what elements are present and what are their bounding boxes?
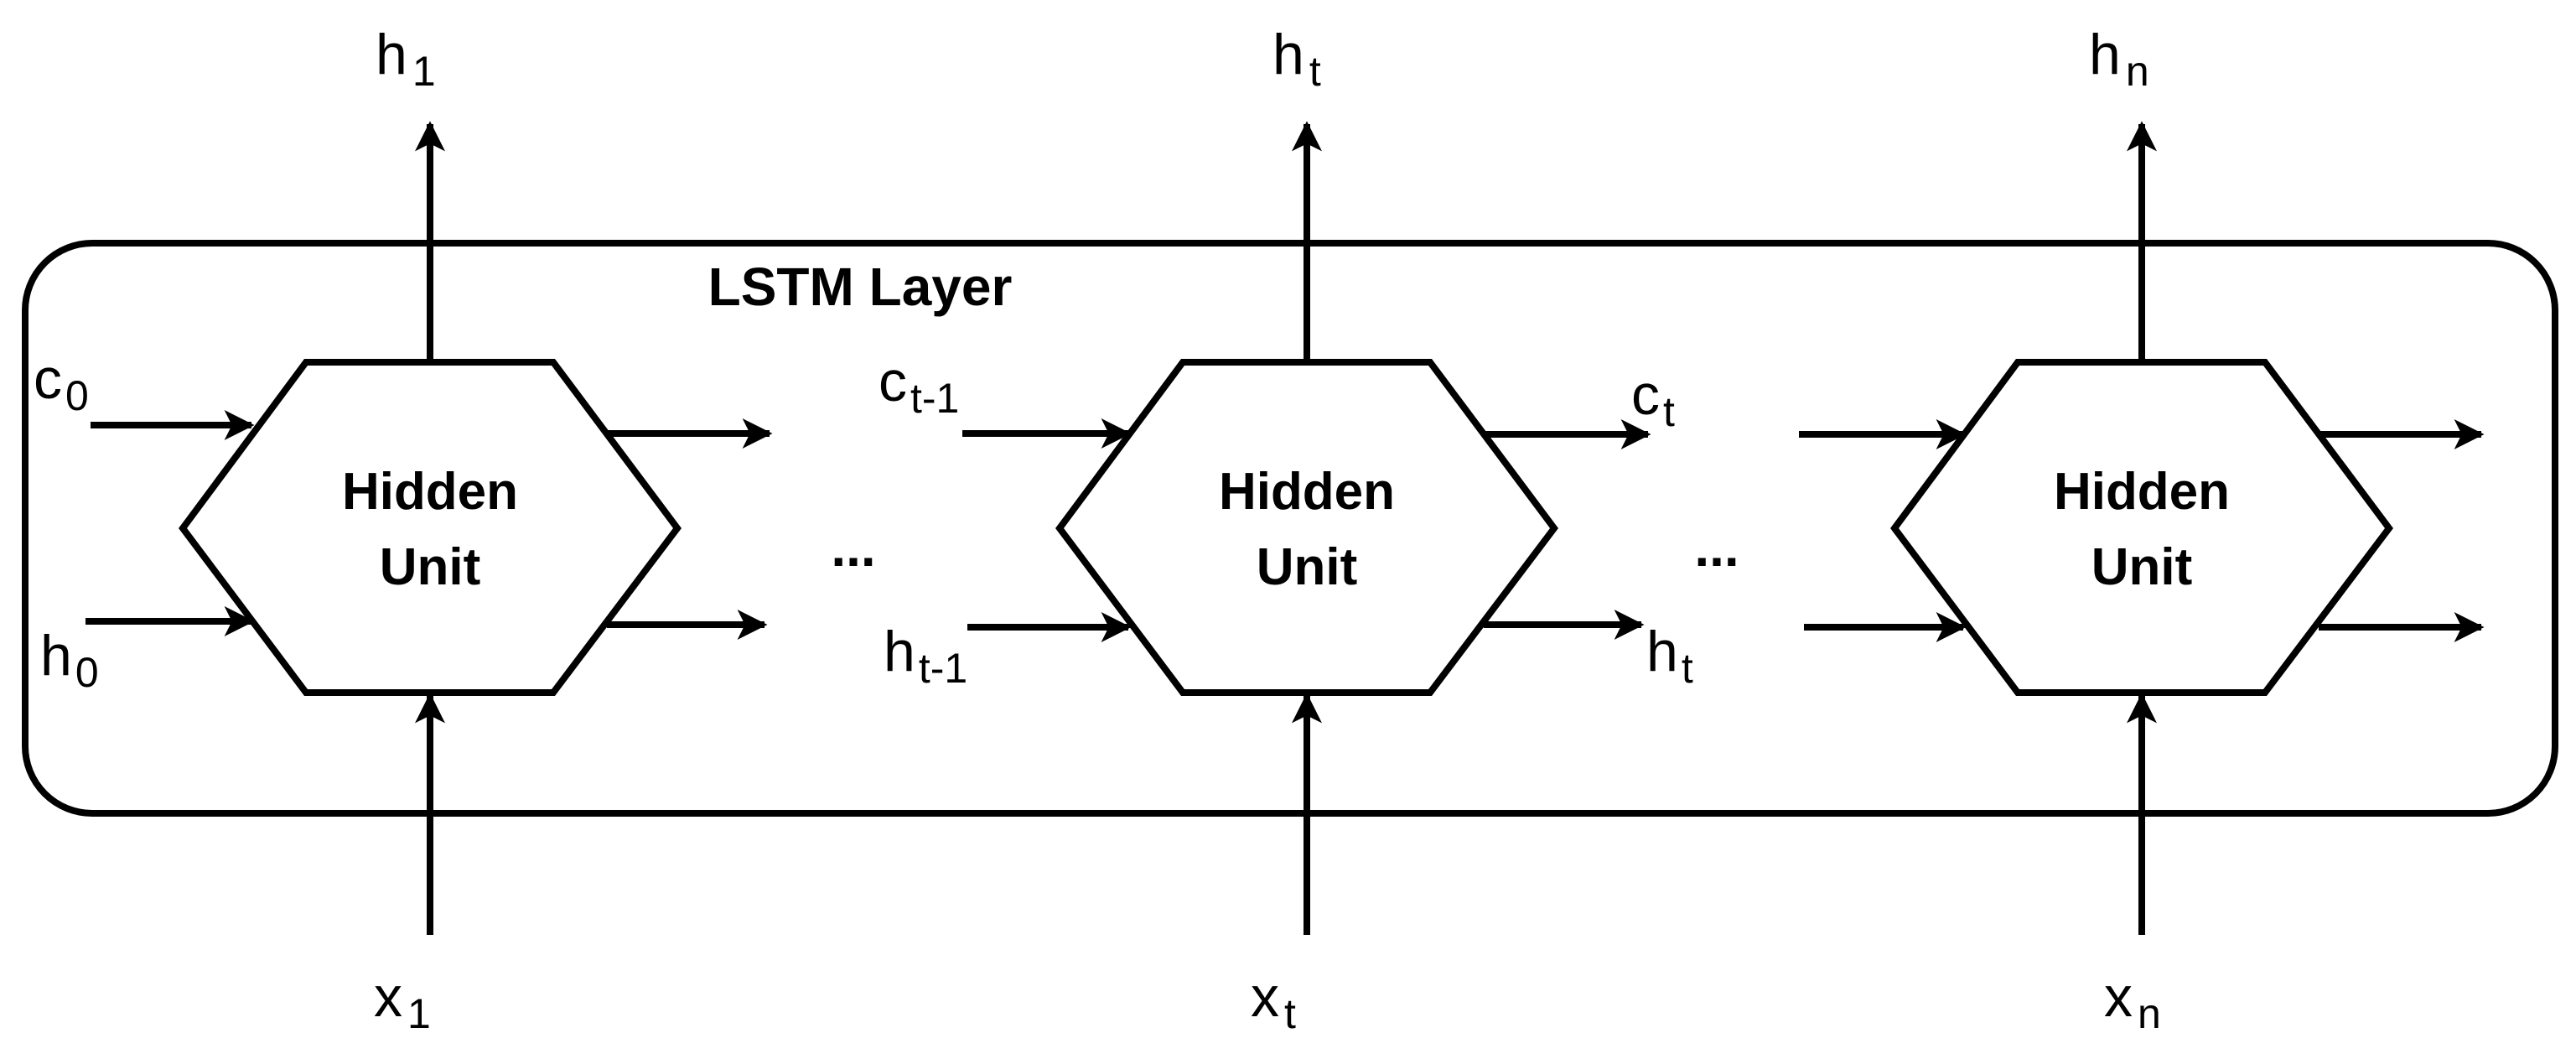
- ellipsis-right: ...: [1694, 517, 1739, 578]
- h0-label: h0: [40, 624, 99, 696]
- h-t-label: ht: [1646, 620, 1693, 692]
- hidden-unit-label-1: Hidden: [342, 463, 518, 521]
- ellipsis-left: ...: [831, 517, 875, 578]
- lstm-layer-title: LSTM Layer: [708, 257, 1013, 317]
- lstm-layer-box: [22, 240, 2558, 817]
- hidden-unit-hexagon-t: [1055, 359, 1559, 696]
- c-t-label: ct: [1631, 363, 1675, 435]
- hidden-unit-label-n: Hidden: [2054, 463, 2230, 521]
- c-prev-label: ct-1: [879, 350, 959, 422]
- hidden-unit-hexagon-n: [1890, 359, 2394, 696]
- hidden-unit-hexagon-1: [179, 359, 682, 696]
- hidden-unit-label-1: Unit: [380, 538, 481, 596]
- h-prev-label: ht-1: [884, 620, 967, 692]
- c0-label: c0: [34, 347, 89, 419]
- hidden-unit-label-t: Unit: [1257, 538, 1358, 596]
- hidden-unit-label-n: Unit: [2091, 538, 2193, 596]
- hidden-unit-label-t: Hidden: [1219, 463, 1395, 521]
